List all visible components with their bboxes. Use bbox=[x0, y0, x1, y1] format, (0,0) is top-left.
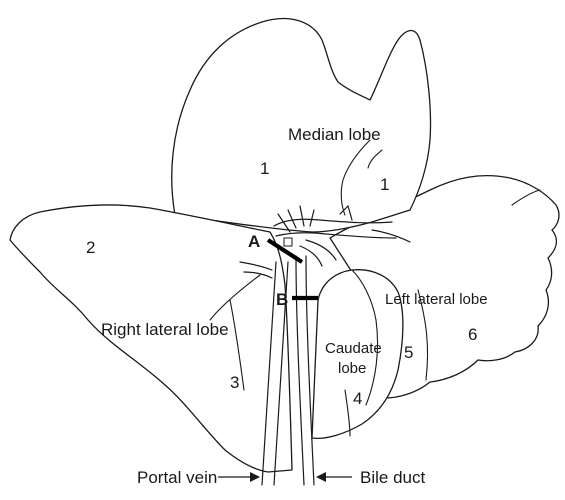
left-lateral-lobe-label: Left lateral lobe bbox=[385, 291, 488, 308]
portal-vein-arrow bbox=[218, 472, 260, 482]
ligation-a-label: A bbox=[248, 232, 260, 251]
median-lobe-label: Median lobe bbox=[288, 125, 381, 144]
ligation-b-label: B bbox=[276, 290, 288, 309]
segment-number-right-lateral-upper: 2 bbox=[86, 238, 95, 257]
caudate-lobe-label-line1: Caudate bbox=[325, 340, 382, 357]
segment-number-caudate: 4 bbox=[353, 389, 362, 408]
segment-number-right-lateral-lower: 3 bbox=[230, 373, 239, 392]
hilum-node-icon bbox=[284, 238, 292, 246]
segment-number-left-lateral-inner: 5 bbox=[404, 343, 413, 362]
bile-duct-arrow bbox=[316, 472, 352, 482]
segment-number-median-right: 1 bbox=[380, 175, 389, 194]
caudate-lobe-label-line2: lobe bbox=[338, 360, 366, 377]
bile-duct-label: Bile duct bbox=[360, 468, 425, 487]
bile-duct-trunk bbox=[296, 256, 314, 485]
portal-vein-label: Portal vein bbox=[137, 468, 217, 487]
right-lateral-lobe-label: Right lateral lobe bbox=[101, 320, 229, 339]
segment-number-median-left: 1 bbox=[260, 159, 269, 178]
segment-number-left-lateral-outer: 6 bbox=[468, 325, 477, 344]
